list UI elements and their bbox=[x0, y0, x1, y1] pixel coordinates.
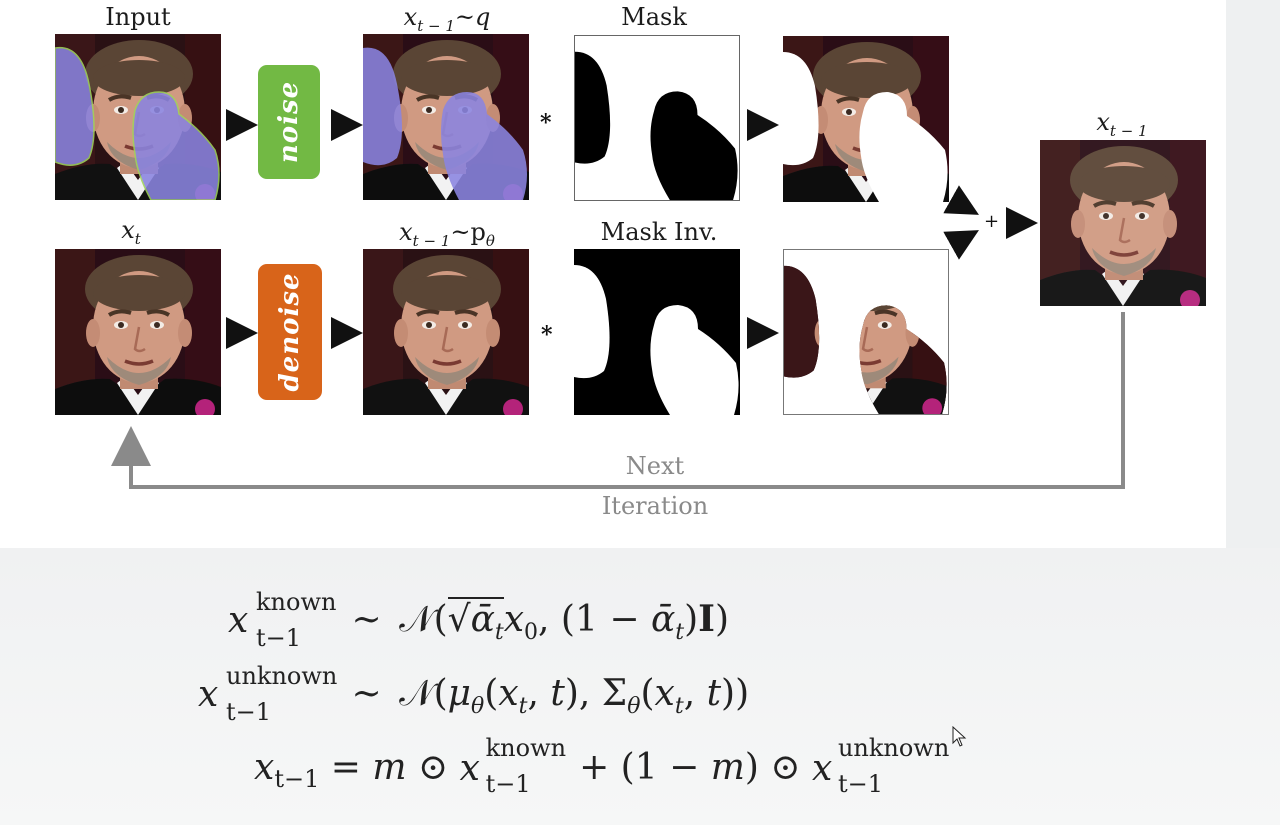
flow-arrows bbox=[111, 109, 1125, 489]
label-xt1-p-subscript: t − 1 bbox=[412, 231, 451, 250]
eq1-subscript: t−1 bbox=[256, 624, 302, 652]
label-xt-symbol: x bbox=[121, 216, 135, 244]
equation-known: x known t−1 ∼ 𝒩(√ᾱtx0, (1 − ᾱt)I) bbox=[228, 588, 730, 652]
label-xt1-q: xt − 1~q bbox=[372, 3, 522, 35]
label-xt1-p-tail: ~p bbox=[450, 218, 486, 246]
label-xt1-output-symbol: x bbox=[1096, 108, 1110, 136]
label-xt-subscript: t bbox=[134, 229, 141, 248]
unknown-region-image bbox=[783, 249, 949, 415]
xt1-q-image bbox=[363, 34, 529, 200]
label-xt: xt bbox=[96, 216, 166, 248]
eq3-subscript: t−1 bbox=[274, 765, 320, 794]
eq2-subscript: t−1 bbox=[226, 698, 272, 726]
known-region-image bbox=[783, 36, 949, 202]
mask-inv-image bbox=[574, 249, 740, 415]
eq2-lhs: x bbox=[198, 674, 219, 715]
mask-image bbox=[574, 35, 740, 201]
label-xt1-q-tail: ~q bbox=[454, 3, 491, 31]
label-input: Input bbox=[105, 3, 171, 31]
input-image bbox=[55, 34, 221, 200]
eq1-rhs: 𝒩(√ᾱtx0, (1 − ᾱt)I) bbox=[399, 597, 730, 646]
label-mask: Mask bbox=[621, 3, 687, 31]
label-mask-inv: Mask Inv. bbox=[600, 218, 718, 246]
eq2-superscript: unknown bbox=[226, 662, 338, 690]
label-xt1-output-subscript: t − 1 bbox=[1109, 121, 1148, 140]
equation-panel: x known t−1 ∼ 𝒩(√ᾱtx0, (1 − ᾱt)I) x unkn… bbox=[0, 548, 1280, 825]
loop-label-next: Next bbox=[625, 452, 685, 480]
eq3-relation: = bbox=[330, 747, 361, 788]
multiply-operator-bottom: * bbox=[541, 322, 553, 348]
mouse-cursor-icon bbox=[952, 726, 967, 747]
eq1-lhs: x bbox=[228, 600, 249, 641]
label-xt1-output: xt − 1 bbox=[1072, 108, 1172, 140]
label-xt1-q-symbol: x bbox=[403, 3, 418, 31]
label-xt1-p: xt − 1~pθ bbox=[372, 218, 522, 250]
eq2-rhs: 𝒩(μθ(xt, t), Σθ(xt, t)) bbox=[399, 673, 750, 720]
denoise-block: denoise bbox=[258, 264, 322, 400]
label-xt1-p-theta: θ bbox=[485, 231, 495, 250]
loop-label-iteration: Iteration bbox=[601, 492, 709, 520]
eq1-superscript: known bbox=[256, 588, 337, 616]
label-xt1-p-symbol: x bbox=[399, 218, 413, 246]
eq3-lhs: x bbox=[254, 747, 275, 788]
plus-operator: + bbox=[984, 211, 1000, 232]
noise-block: noise bbox=[258, 65, 320, 179]
equation-unknown: x unknown t−1 ∼ 𝒩(μθ(xt, t), Σθ(xt, t)) bbox=[198, 662, 750, 726]
eq2-relation: ∼ bbox=[351, 673, 382, 714]
repaint-diagram: Input xt − 1~q Mask xt − 1 xt xt − 1~pθ … bbox=[0, 0, 1226, 548]
multiply-operator-top: * bbox=[540, 110, 552, 136]
label-xt1-q-subscript: t − 1 bbox=[417, 16, 455, 35]
eq1-relation: ∼ bbox=[351, 599, 382, 640]
